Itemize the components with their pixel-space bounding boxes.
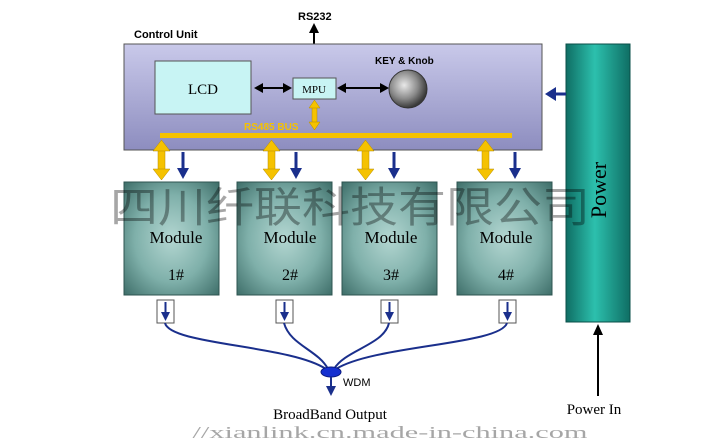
bus-module2-arrow <box>262 139 302 181</box>
wdm-output-arrow <box>326 377 336 396</box>
module-2-number: 2# <box>282 267 298 284</box>
bus-module3-arrow <box>356 139 400 181</box>
wdm-coupler <box>320 366 342 378</box>
power-box <box>565 43 631 323</box>
output-port-4 <box>498 299 517 324</box>
output-port-2 <box>275 299 294 324</box>
mpu-knob-arrow <box>337 83 389 93</box>
rs232-label: RS232 <box>298 11 332 23</box>
wdm-label: WDM <box>343 377 371 389</box>
fiber-lines <box>164 322 508 370</box>
module-3-name: Module <box>365 228 418 247</box>
fiber-line-3 <box>333 322 390 370</box>
output-port-1 <box>156 299 175 324</box>
lcd-label: LCD <box>188 82 218 98</box>
watermark-url: //xianlink.cn.made-in-china.com <box>193 423 588 442</box>
module-3: Module 3# <box>341 181 438 296</box>
fiber-line-1 <box>164 322 327 370</box>
lcd-mpu-arrow <box>254 83 292 93</box>
power-in-label: Power In <box>567 402 622 418</box>
power-label: Power <box>586 161 611 218</box>
bus-module-arrows <box>152 139 521 181</box>
bus-module1-arrow <box>152 139 189 181</box>
module-1: Module 1# <box>123 181 220 296</box>
mpu-label: MPU <box>302 84 326 96</box>
output-port-3 <box>380 299 399 324</box>
broadband-output-label: BroadBand Output <box>273 407 388 423</box>
rs485-bus-bar <box>160 133 512 138</box>
module-2: Module 2# <box>236 181 333 296</box>
knob-icon <box>388 69 428 109</box>
module-3-number: 3# <box>383 267 399 284</box>
control-unit-title: Control Unit <box>134 29 198 41</box>
fiber-line-4 <box>335 322 508 370</box>
power-in-arrow <box>593 324 603 396</box>
bus-module4-arrow <box>476 139 521 181</box>
rs485-bus-label: RS485 BUS <box>244 122 299 133</box>
module-1-name: Module <box>150 228 203 247</box>
mpu-bus-arrow <box>308 99 321 131</box>
module-output-ports <box>156 299 517 324</box>
module-4-number: 4# <box>498 267 514 284</box>
mpu-box <box>292 77 337 100</box>
key-knob-label: KEY & Knob <box>375 56 434 67</box>
power-control-arrow <box>545 87 566 101</box>
module-4-name: Module <box>480 228 533 247</box>
module-1-number: 1# <box>168 267 184 284</box>
fiber-line-2 <box>283 322 329 370</box>
module-4: Module 4# <box>456 181 553 296</box>
module-2-name: Module <box>264 228 317 247</box>
watermark-chinese: 四川纤联科技有限公司 <box>110 186 590 232</box>
lcd-box <box>154 60 252 115</box>
